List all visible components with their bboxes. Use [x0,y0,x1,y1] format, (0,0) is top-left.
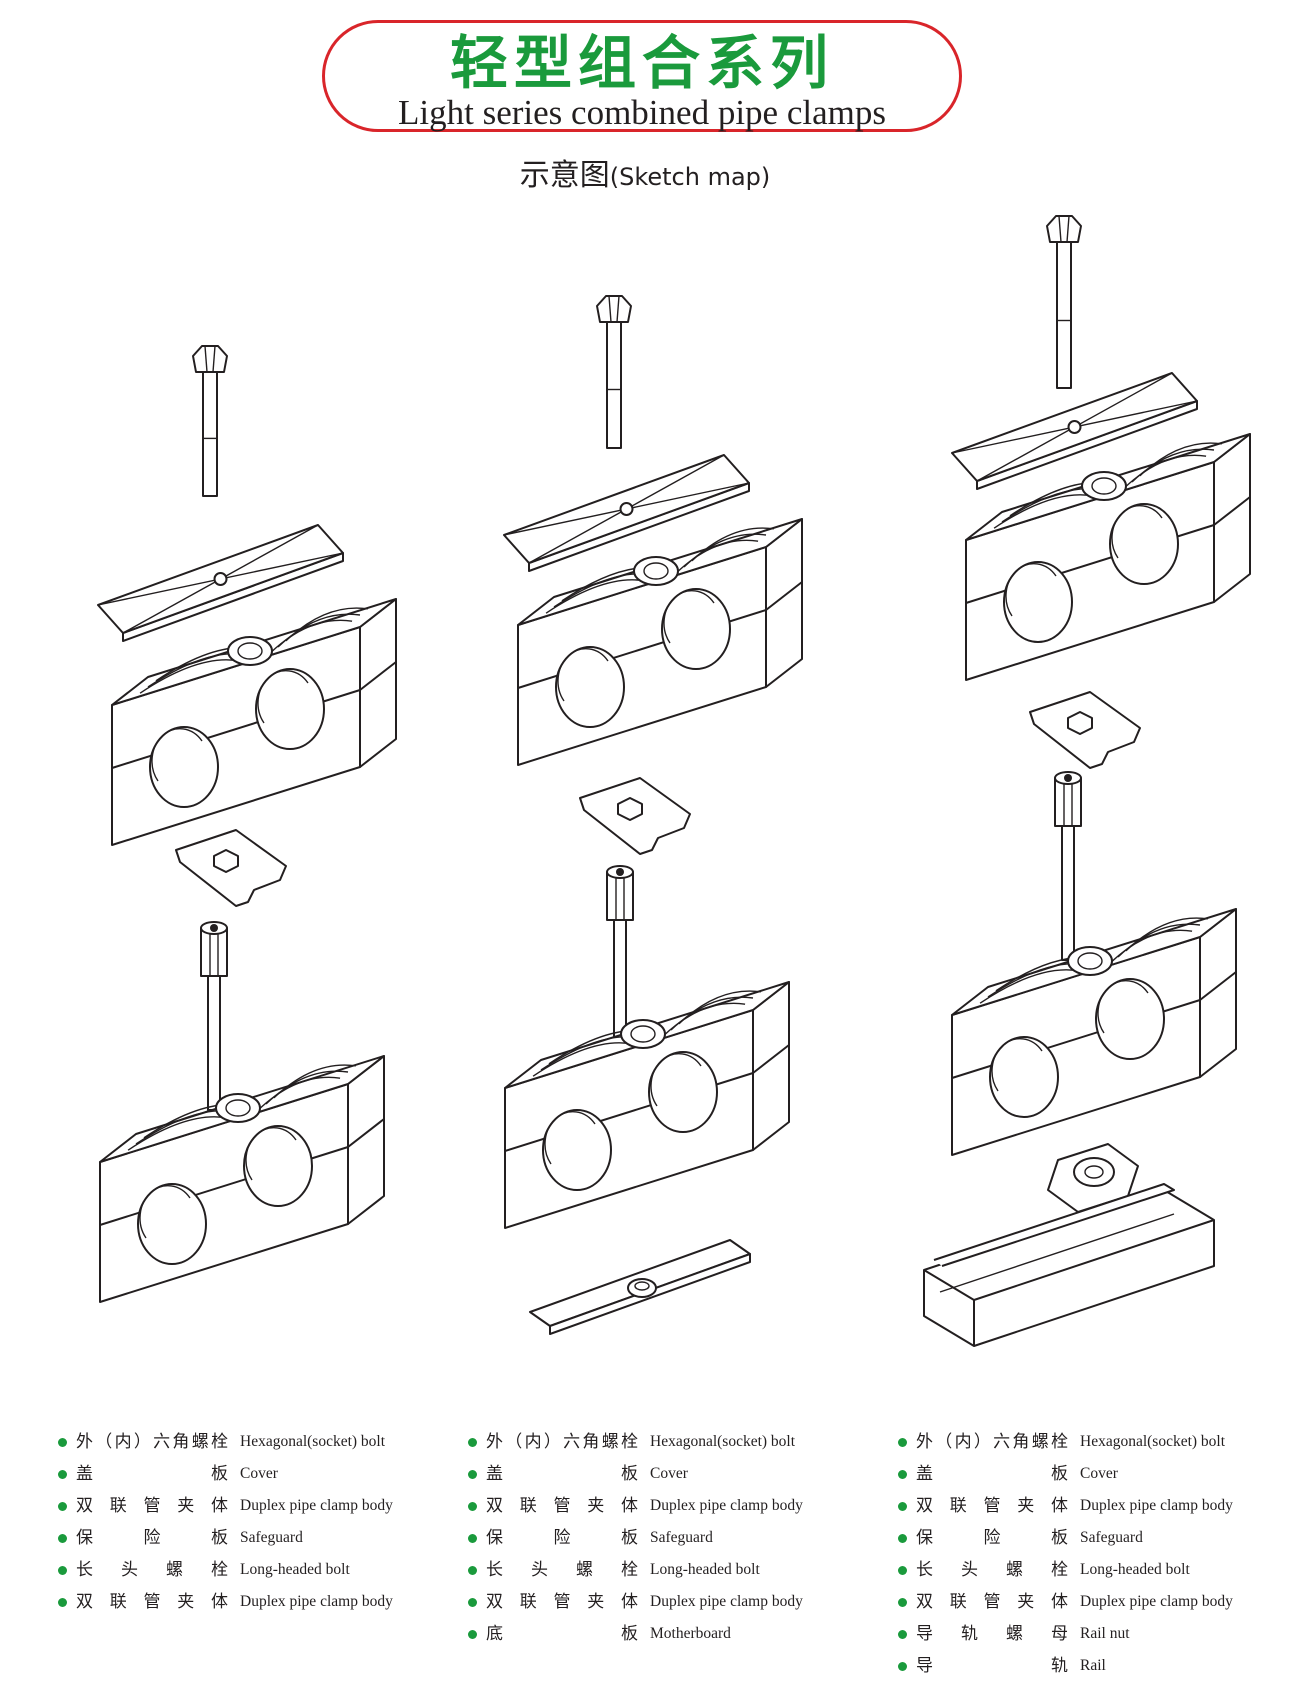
part-name-english: Rail [1080,1657,1106,1674]
part-name-chinese: 长头螺栓 [76,1560,228,1580]
exploded-assembly-sketch [97,215,1251,1347]
rail-right [923,1183,1215,1347]
cover-plate-right [951,372,1198,490]
bullet-dot [898,1502,907,1511]
part-name-english: Hexagonal(socket) bolt [240,1433,386,1450]
hex-bolt-middle [596,295,632,449]
hex-bolt-left [192,345,228,497]
cover-plate-middle [503,454,750,572]
part-name-chinese: 外（内）六角螺栓 [916,1432,1068,1452]
bullet-dot [58,1438,67,1447]
bullet-dot [468,1598,477,1607]
bullet-dot [468,1630,477,1639]
part-name-english: Duplex pipe clamp body [1080,1593,1233,1610]
part-name-english: Safeguard [240,1529,303,1546]
part-name-english: Rail nut [1080,1625,1130,1642]
part-name-english: Duplex pipe clamp body [240,1593,393,1610]
rail-nut-right [1047,1143,1139,1213]
part-name-chinese: 双联管夹体 [76,1496,228,1516]
title-frame: 轻型组合系列 Light series combined pipe clamps [322,20,962,132]
part-name-english: Hexagonal(socket) bolt [650,1433,796,1450]
part-name-english: Cover [650,1465,688,1482]
duplex-clamp-body-middle-upper [517,518,803,766]
bullet-dot [468,1566,477,1575]
part-name-chinese: 保险板 [486,1528,638,1548]
part-name-chinese: 双联管夹体 [916,1592,1068,1612]
safeguard-right [1029,691,1141,769]
part-name-english: Long-headed bolt [1080,1561,1190,1578]
part-name-chinese: 外（内）六角螺栓 [486,1432,638,1452]
part-name-chinese: 长头螺栓 [486,1560,638,1580]
long-headed-bolt-middle [606,865,634,1045]
bullet-dot [468,1534,477,1543]
bullet-dot [898,1598,907,1607]
part-name-english: Safeguard [650,1529,713,1546]
bullet-dot [58,1470,67,1479]
part-name-chinese: 导轨 [916,1656,1068,1676]
bullet-dot [898,1566,907,1575]
part-name-chinese: 双联管夹体 [486,1496,638,1516]
part-name-chinese: 底板 [486,1624,638,1644]
subtitle-chinese: 示意图 [519,158,610,193]
bullet-dot [468,1470,477,1479]
long-headed-bolt-left [200,921,228,1111]
part-name-english: Duplex pipe clamp body [650,1497,803,1514]
bullet-dot [468,1502,477,1511]
bullet-dot [898,1630,907,1639]
duplex-clamp-body-left-upper [111,598,397,846]
part-name-chinese: 导轨螺母 [916,1624,1068,1644]
long-headed-bolt-right [1054,771,1082,961]
bullet-dot [898,1534,907,1543]
part-name-chinese: 双联管夹体 [486,1592,638,1612]
part-name-chinese: 盖板 [76,1464,228,1484]
part-name-english: Motherboard [650,1625,731,1642]
cover-plate-left [97,524,344,642]
title-chinese: 轻型组合系列 [449,29,834,97]
part-name-english: Safeguard [1080,1529,1143,1546]
part-name-english: Cover [1080,1465,1118,1482]
safeguard-left [175,829,287,907]
sketch-map-heading: 示意图(Sketch map) [0,156,1290,197]
part-name-english: Long-headed bolt [240,1561,350,1578]
bullet-dot [468,1438,477,1447]
part-name-english: Duplex pipe clamp body [240,1497,393,1514]
part-name-chinese: 保险板 [76,1528,228,1548]
part-name-chinese: 双联管夹体 [76,1592,228,1612]
part-name-chinese: 长头螺栓 [916,1560,1068,1580]
duplex-clamp-body-right-lower [951,908,1237,1156]
subtitle-english: (Sketch map) [609,163,771,191]
part-name-chinese: 保险板 [916,1528,1068,1548]
part-name-english: Cover [240,1465,278,1482]
part-name-english: Duplex pipe clamp body [650,1593,803,1610]
bullet-dot [898,1470,907,1479]
duplex-clamp-body-middle-lower [504,981,790,1229]
bullet-dot [898,1438,907,1447]
bullet-dot [898,1662,907,1671]
part-name-english: Hexagonal(socket) bolt [1080,1433,1226,1450]
bullet-dot [58,1502,67,1511]
motherboard-middle [529,1239,751,1335]
part-name-chinese: 盖板 [486,1464,638,1484]
part-name-english: Duplex pipe clamp body [1080,1497,1233,1514]
part-name-chinese: 外（内）六角螺栓 [76,1432,228,1452]
part-name-english: Long-headed bolt [650,1561,760,1578]
part-name-chinese: 双联管夹体 [916,1496,1068,1516]
hex-bolt-right [1046,215,1082,389]
duplex-clamp-body-left-lower [99,1055,385,1303]
bullet-dot [58,1598,67,1607]
bullet-dot [58,1566,67,1575]
safeguard-middle [579,777,691,855]
part-name-chinese: 盖板 [916,1464,1068,1484]
duplex-clamp-body-right-upper [965,433,1251,681]
title-english: Light series combined pipe clamps [398,93,886,132]
bullet-dot [58,1534,67,1543]
